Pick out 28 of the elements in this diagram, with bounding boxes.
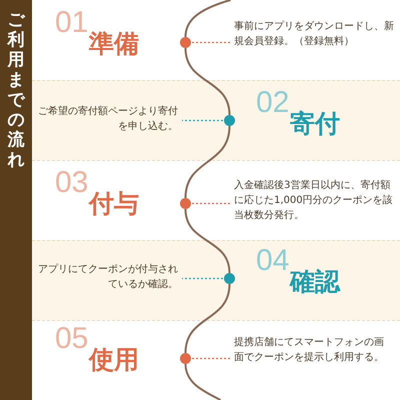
step-number: 03 — [55, 168, 88, 198]
step-dot — [180, 353, 191, 364]
step-description: ご希望の寄付額ページより寄付を申し込む。 — [38, 104, 178, 134]
wavy-line — [184, 284, 230, 354]
leader-line — [192, 202, 230, 204]
step-title: 準備 — [89, 30, 140, 58]
step-number: 02 — [256, 88, 290, 118]
step-description: 事前にアプリをダウンロードし、新規会員登録。（登録無料） — [234, 19, 394, 49]
step-title: 寄付 — [290, 110, 341, 138]
step-description: 提携店舗にてスマートフォンの画面でクーポンを提示し利用する。 — [234, 335, 384, 365]
step-description: 入金確認後3営業日以内に、寄付額に応じた1,000円分のクーポンを該当枚数分発行。 — [234, 178, 394, 223]
step-description: アプリにてクーポンが付与されているか確認。 — [38, 262, 178, 292]
step-dot — [180, 198, 191, 209]
wavy-line — [184, 48, 230, 116]
step-title: 使用 — [89, 346, 140, 374]
leader-line — [192, 42, 230, 44]
step-number: 05 — [55, 324, 88, 354]
step-number: 04 — [256, 246, 290, 276]
leader-line — [182, 120, 223, 122]
step-title: 付与 — [89, 190, 140, 218]
step-title: 確認 — [290, 268, 342, 296]
step-number: 01 — [55, 8, 89, 38]
wavy-line — [184, 126, 230, 198]
leader-line — [182, 278, 223, 280]
vertical-title: ご利用までの流れ — [7, 10, 25, 170]
leader-line — [192, 358, 230, 360]
step-dot — [180, 37, 191, 48]
wavy-line — [184, 208, 230, 274]
